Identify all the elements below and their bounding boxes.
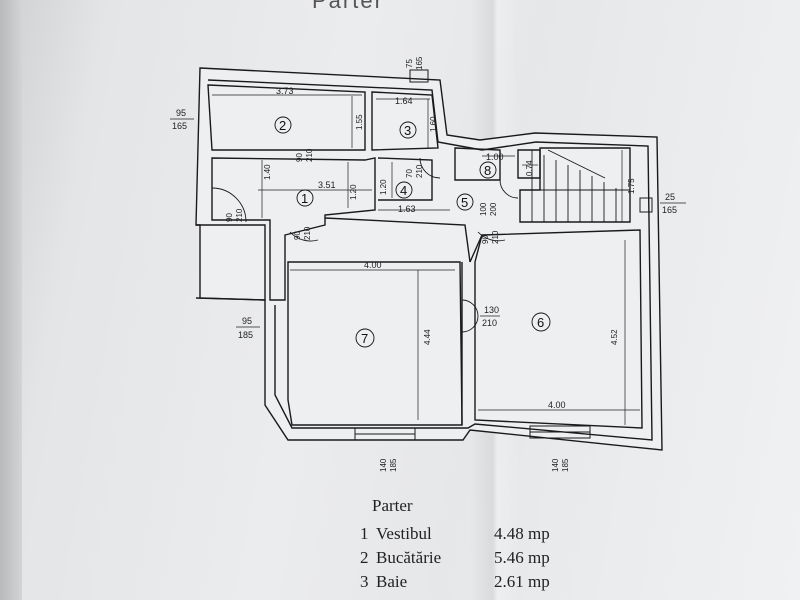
- dimension-lines: [212, 94, 640, 425]
- svg-text:210: 210: [235, 208, 244, 222]
- room-marker-1: 1: [296, 189, 314, 207]
- svg-text:165: 165: [662, 205, 677, 215]
- svg-text:8: 8: [484, 163, 491, 178]
- legend-area: 4.48 mp: [494, 524, 550, 543]
- legend-area: 2.61 mp: [494, 572, 550, 591]
- legend-heading: Parter: [372, 496, 413, 515]
- opening-75-165: 75 165: [405, 56, 424, 70]
- svg-text:95: 95: [176, 108, 186, 118]
- legend-index: 3: [360, 572, 369, 591]
- legend-name: Bucătărie: [376, 548, 442, 567]
- svg-text:90: 90: [481, 235, 490, 244]
- svg-text:5: 5: [461, 195, 468, 210]
- svg-text:210: 210: [415, 164, 424, 178]
- windows: [354, 69, 653, 441]
- room-marker-7: 7: [355, 328, 375, 348]
- legend-index: 2: [360, 548, 369, 567]
- plan-title: Parter: [312, 0, 384, 13]
- legend-area: 5.46 mp: [494, 548, 550, 567]
- dim-120b: 1.20: [379, 179, 388, 195]
- room-marker-8: 8: [479, 161, 497, 179]
- svg-text:1: 1: [301, 191, 308, 206]
- dim-100: 1.00: [486, 152, 504, 162]
- dim-400b: 4.00: [548, 400, 566, 410]
- svg-text:3: 3: [404, 123, 411, 138]
- opening-90-210-a: 90 210: [225, 208, 244, 222]
- svg-text:75: 75: [405, 59, 414, 68]
- svg-text:4: 4: [400, 183, 407, 198]
- svg-text:185: 185: [389, 458, 398, 472]
- dim-351: 3.51: [318, 180, 336, 190]
- legend-row: 1 Vestibul 4.48 mp: [360, 522, 584, 546]
- opening-90-210-b: 90 210: [295, 148, 314, 162]
- svg-text:90: 90: [293, 231, 302, 240]
- svg-text:165: 165: [172, 121, 187, 131]
- svg-text:95: 95: [242, 316, 252, 326]
- legend-row: 2 Bucătărie 5.46 mp: [360, 546, 584, 570]
- dim-120a: 1.20: [349, 184, 358, 200]
- dim-160: 1.60: [429, 116, 438, 132]
- dim-400a: 4.00: [364, 260, 382, 270]
- svg-text:70: 70: [405, 169, 414, 178]
- dim-444: 4.44: [423, 329, 432, 345]
- room-marker-2: 2: [274, 116, 292, 134]
- opening-70-210: 70 210: [405, 164, 424, 178]
- stair-treads: [520, 149, 630, 222]
- opening-25-165-right: 25 165: [660, 192, 686, 215]
- svg-text:130: 130: [484, 305, 499, 315]
- room-marker-5: 5: [456, 193, 474, 211]
- opening-100-200: 100 200: [479, 202, 498, 216]
- svg-text:210: 210: [303, 226, 312, 240]
- svg-text:210: 210: [491, 230, 500, 244]
- legend-name: Baie: [376, 572, 408, 591]
- svg-text:140: 140: [551, 458, 560, 472]
- opening-95-165-left: 95 165: [170, 108, 194, 131]
- dim-074: 0.74: [525, 160, 534, 176]
- opening-140-185-room6: 140 185: [551, 458, 570, 472]
- legend-name: Vestibul: [376, 524, 432, 543]
- door-swings: [211, 157, 519, 333]
- svg-text:7: 7: [361, 331, 368, 346]
- svg-text:165: 165: [415, 56, 424, 70]
- room-marker-3: 3: [399, 121, 417, 139]
- dim-163: 1.63: [398, 204, 416, 214]
- dim-155: 1.55: [355, 114, 364, 130]
- opening-90-210-c: 90 210: [293, 226, 312, 240]
- opening-95-185-left: 95 185: [236, 316, 260, 340]
- svg-text:2: 2: [279, 118, 286, 133]
- svg-text:185: 185: [238, 330, 253, 340]
- opening-90-210-d: 90 210: [481, 230, 500, 244]
- svg-text:185: 185: [561, 458, 570, 472]
- svg-text:90: 90: [295, 153, 304, 162]
- room-legend: Parter 1 Vestibul 4.48 mp 2 Bucătărie 5.…: [360, 496, 584, 594]
- walls: [195, 67, 663, 451]
- legend-index: 1: [360, 524, 369, 543]
- opening-130-210: 130 210: [480, 305, 500, 328]
- room-marker-6: 6: [531, 312, 551, 332]
- dim-164: 1.64: [395, 96, 413, 106]
- dim-373: 3.73: [276, 86, 294, 96]
- svg-text:6: 6: [537, 315, 544, 330]
- svg-text:100: 100: [479, 202, 488, 216]
- dim-175: 1.75: [627, 178, 636, 194]
- legend-row: 3 Baie 2.61 mp: [360, 570, 584, 594]
- svg-text:200: 200: [489, 202, 498, 216]
- dim-140: 1.40: [263, 164, 272, 180]
- svg-text:140: 140: [379, 458, 388, 472]
- svg-text:210: 210: [305, 148, 314, 162]
- paper-left-edge: [0, 0, 22, 600]
- opening-140-185-room7: 140 185: [379, 458, 398, 472]
- dim-452: 4.52: [610, 329, 619, 345]
- room-marker-4: 4: [395, 181, 413, 199]
- svg-text:210: 210: [482, 318, 497, 328]
- svg-text:90: 90: [225, 213, 234, 222]
- svg-text:25: 25: [665, 192, 675, 202]
